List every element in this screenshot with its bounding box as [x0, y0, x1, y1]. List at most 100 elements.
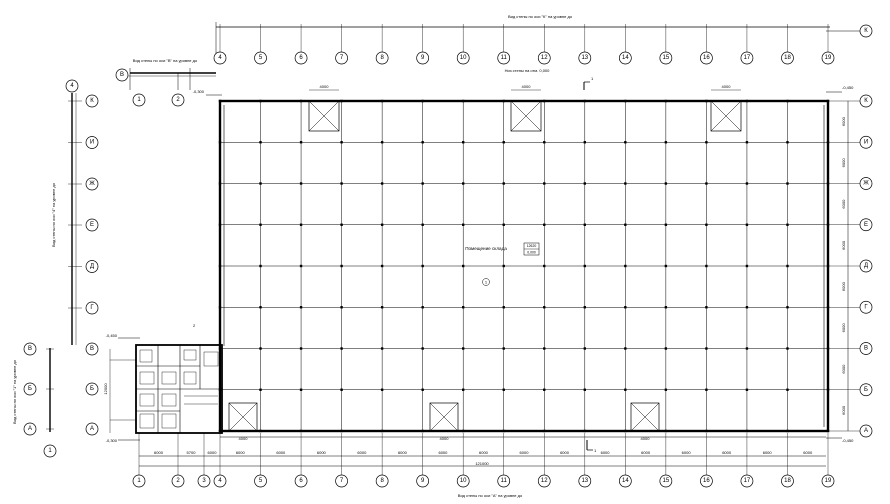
column-12-5	[705, 306, 708, 309]
level-office: -0,450	[106, 333, 118, 338]
top-axis-15-label: 15	[663, 55, 670, 61]
left-axis-Ж-label: Ж	[89, 181, 95, 187]
right-span-0: 6000	[841, 116, 846, 126]
level-markers	[118, 91, 842, 441]
column-12-4	[705, 264, 708, 268]
column-1-7	[259, 388, 262, 391]
bottom-span-15: 6000	[722, 450, 732, 455]
bottom-axis-8-label: 8	[380, 478, 384, 484]
room-name: Помещение склада	[465, 246, 507, 251]
left-axis-К: К	[85, 94, 99, 108]
loading-gate-2: 4000	[630, 402, 660, 441]
far-left-axis-В: В	[23, 342, 37, 356]
right-axis-Д-label: Д	[864, 263, 868, 269]
office-total-dim: 12000	[103, 383, 108, 395]
bottom-span-8: 6000	[438, 450, 448, 455]
right-axis-Г-label: Г	[864, 304, 868, 310]
bottom-span-3: 6000	[236, 450, 246, 455]
column-3-4	[340, 264, 343, 268]
bottom-axis-16: 16	[700, 474, 713, 488]
column-7-2	[502, 182, 505, 185]
column-7-6	[502, 347, 505, 350]
top-axis-10-label: 10	[460, 55, 467, 61]
level-note: Низ стены на отм. 0,000	[505, 68, 551, 73]
top-axis-16: 16	[700, 51, 713, 65]
column-14-1	[786, 141, 789, 144]
bottom-span-14: 6000	[682, 450, 692, 455]
column-12-3	[705, 223, 708, 226]
column-13-7	[745, 388, 749, 391]
bottom-axis-3: 3	[197, 474, 211, 488]
bottom-axis-5: 5	[254, 474, 267, 488]
bottom-axis-4: 4	[213, 474, 227, 488]
top-axis-8: 8	[375, 51, 389, 65]
column-3-1	[340, 141, 343, 144]
column-14-2	[786, 182, 789, 185]
bottom-wall-note: Вид стены по оси "А" на уровне до	[458, 493, 523, 498]
column-13-5	[745, 306, 749, 309]
svg-text:1: 1	[594, 448, 597, 453]
top-dim-ticks	[219, 24, 829, 52]
gate-width-0: 4000	[239, 436, 249, 441]
column-11-7	[664, 388, 668, 391]
svg-text:1: 1	[591, 76, 594, 81]
column-7-5	[502, 306, 505, 309]
gate-width-1: 4000	[440, 436, 450, 441]
top-axis-5: 5	[254, 51, 267, 65]
top-axis-18: 18	[781, 51, 794, 65]
top-axis-19: 19	[821, 51, 835, 65]
column-11-2	[664, 182, 668, 185]
bottom-span-12: 6000	[601, 450, 611, 455]
right-span-1: 6000	[841, 158, 846, 168]
far-left-axis-Б: Б	[23, 382, 37, 396]
room-tag: 1	[482, 278, 490, 286]
office-top-axes: В 1 2	[115, 68, 185, 107]
column-9-2	[583, 182, 586, 185]
bottom-axis-2-label: 2	[176, 478, 180, 484]
column-12-6	[705, 347, 708, 350]
far-left-axis-В-label: В	[28, 346, 32, 352]
svg-text:12620: 12620	[527, 244, 537, 248]
top-axis-4-label: 4	[218, 55, 222, 61]
section-mark-b: 2	[193, 323, 196, 328]
bottom-axis-17-label: 17	[744, 478, 751, 484]
gate-width-2: 4000	[641, 436, 651, 441]
column-8-5	[543, 306, 546, 309]
bottom-axis-1: 1	[132, 474, 146, 488]
bottom-span-16: 6000	[763, 450, 773, 455]
column-12-1	[705, 141, 708, 144]
top-axis-13-label: 13	[581, 55, 588, 61]
right-span-3: 6000	[841, 240, 846, 250]
bottom-axis-1-label: 1	[137, 478, 141, 484]
bottom-span-7: 6000	[398, 450, 408, 455]
bottom-axis-13-label: 13	[581, 478, 588, 484]
top-axis-12: 12	[537, 51, 551, 65]
right-axis-К: К	[859, 94, 873, 108]
column-8-7	[543, 388, 546, 391]
total-dimension: 121000	[475, 461, 489, 466]
roof-hatch-2: 4000	[710, 84, 742, 132]
top-axis-12-label: 12	[541, 55, 548, 61]
column-3-6	[340, 347, 343, 350]
right-axis-Б: Б	[859, 383, 873, 397]
column-1-1	[259, 141, 262, 144]
column-3-7	[340, 388, 343, 391]
top-axis-11-label: 11	[501, 55, 508, 61]
bottom-dim-lines	[139, 436, 826, 467]
column-14-4	[786, 264, 789, 268]
left-elevation-4	[71, 93, 77, 345]
column-6-1	[462, 141, 465, 144]
bottom-axis-7: 7	[335, 474, 348, 488]
column-10-5	[624, 306, 627, 309]
top-axis-9-label: 9	[421, 55, 425, 61]
column-8-2	[543, 182, 546, 185]
right-axis-К-label: К	[864, 98, 868, 104]
top-axis-6-label: 6	[299, 55, 303, 61]
bottom-span-6: 6000	[357, 450, 367, 455]
right-axis-Г: Г	[859, 300, 873, 314]
svg-text:В: В	[90, 346, 94, 352]
left-axis-К-label: К	[90, 98, 94, 104]
